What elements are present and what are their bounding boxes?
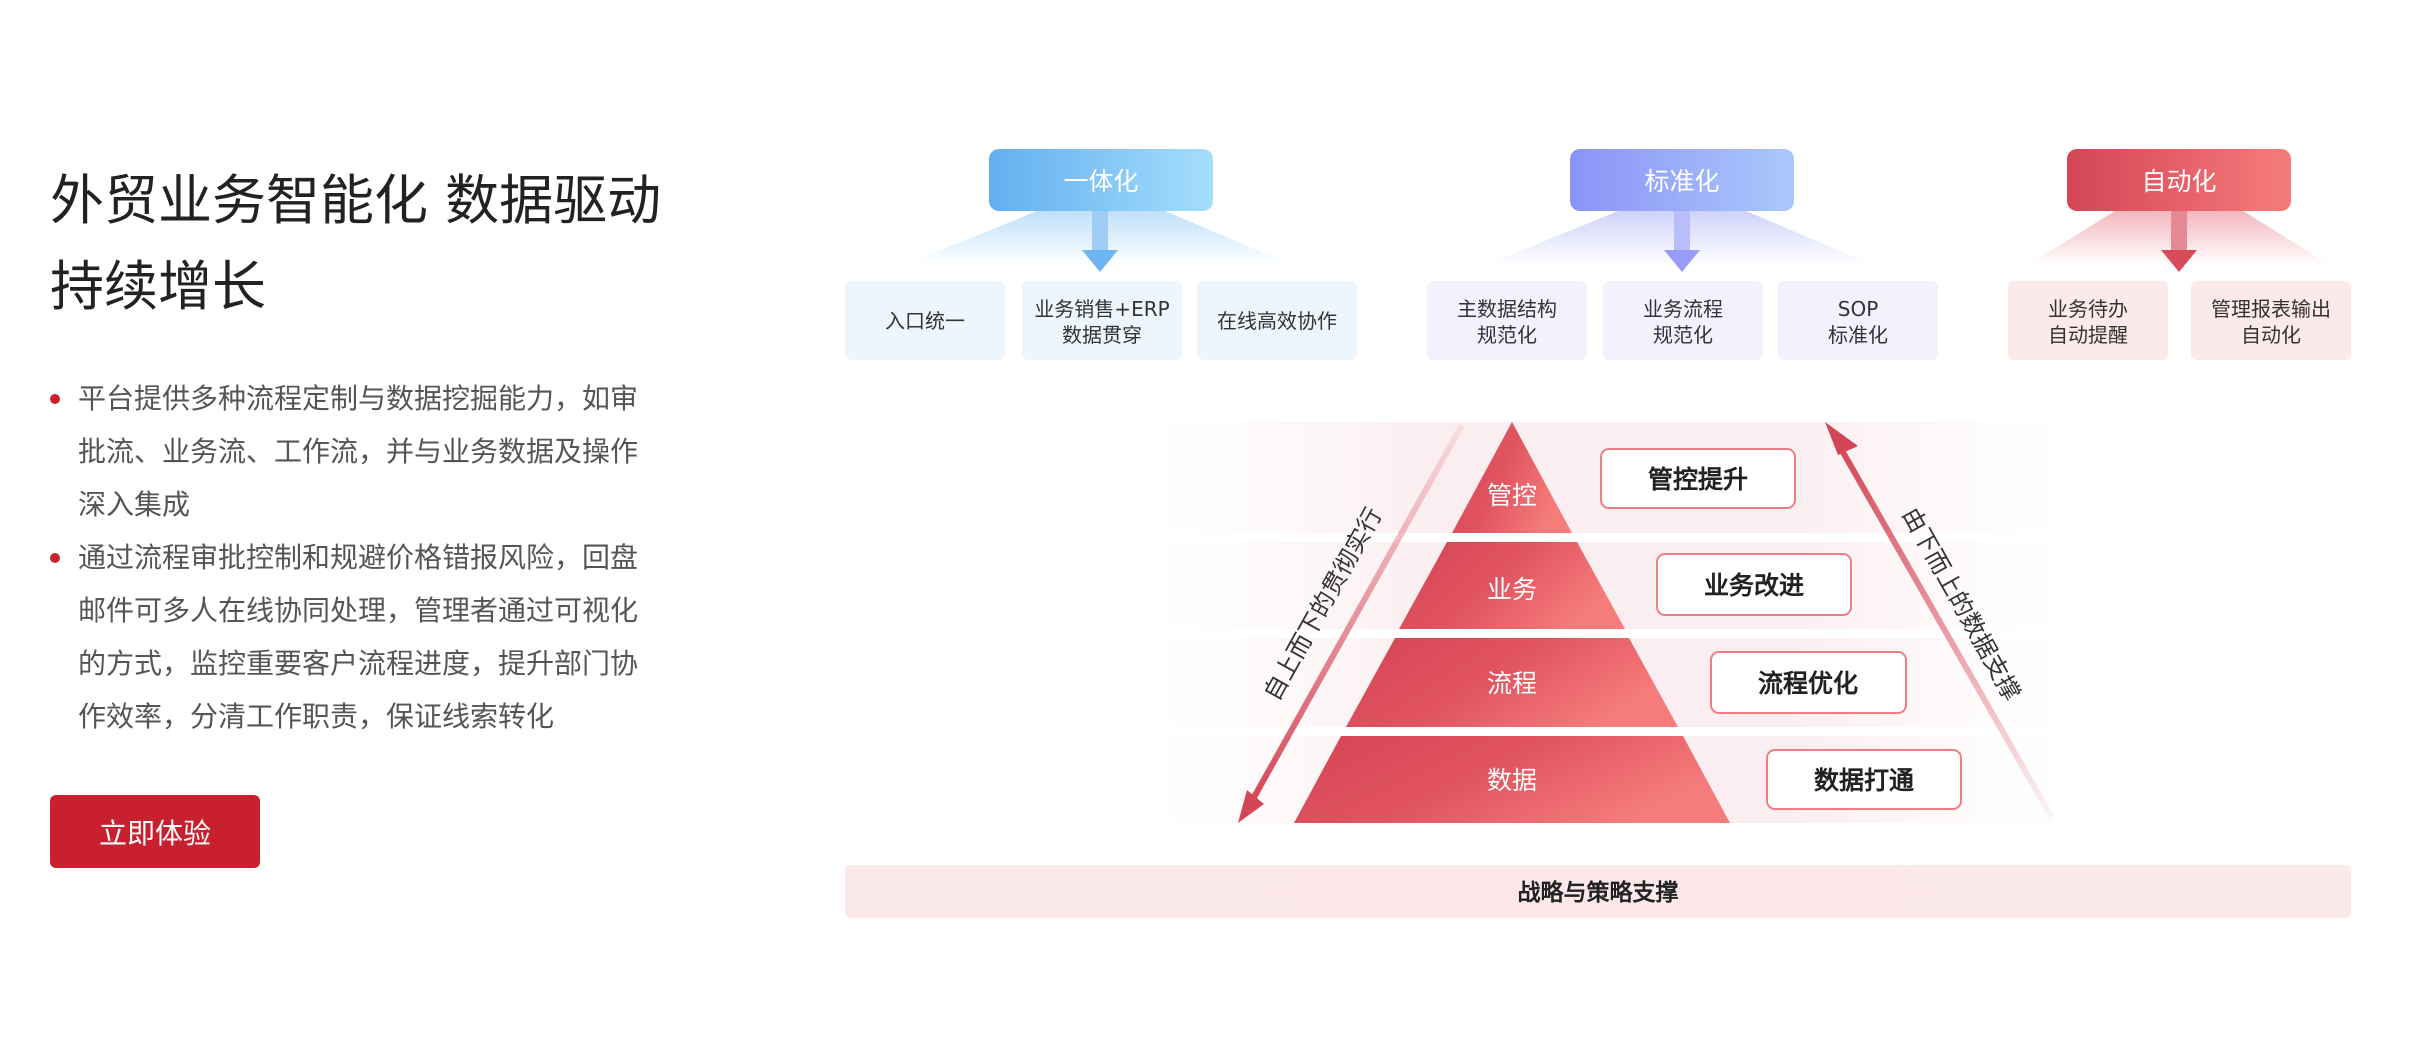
feature-item: 通过流程审批控制和规避价格错报风险，回盘邮件可多人在线协同处理，管理者通过可视化… <box>50 531 660 743</box>
layer-label: 业务 <box>1487 575 1537 604</box>
arrow-down-icon <box>2161 211 2197 272</box>
item-box <box>845 281 1005 360</box>
feature-item: 平台提供多种流程定制与数据挖掘能力，如审批流、业务流、工作流，并与业务数据及操作… <box>50 372 660 531</box>
title-line-2: 持续增长 <box>50 255 266 318</box>
outcome-text: 业务改进 <box>1704 571 1804 600</box>
outcome-box <box>1710 651 1907 714</box>
item-text: 业务销售+ERP <box>1034 297 1169 321</box>
group-title: 一体化 <box>1063 167 1138 196</box>
item-box <box>1778 281 1938 360</box>
feature-text: 平台提供多种流程定制与数据挖掘能力，如审批流、业务流、工作流，并与业务数据及操作… <box>78 382 639 521</box>
bottom-up-arrow-icon <box>1825 422 2055 820</box>
pyramid-layer-control <box>1452 422 1572 533</box>
item-box <box>2008 281 2168 360</box>
item-box <box>1603 281 1763 360</box>
layer-label: 流程 <box>1487 669 1537 698</box>
group-title-pill <box>1570 149 1794 211</box>
outcomes: 管控提升 业务改进 流程优化 数据打通 <box>1600 448 1962 810</box>
strategy-support-bar <box>845 865 2351 918</box>
feature-text: 通过流程审批控制和规避价格错报风险，回盘邮件可多人在线协同处理，管理者通过可视化… <box>78 541 639 733</box>
outcome-box <box>1600 448 1796 509</box>
item-box <box>1427 281 1587 360</box>
item-text: 规范化 <box>1653 323 1713 347</box>
item-box <box>1197 281 1357 360</box>
item-text: 业务待办 <box>2048 297 2128 321</box>
title-line-1: 外贸业务智能化 数据驱动 <box>50 169 662 232</box>
pyramid-layer-business <box>1399 542 1625 629</box>
group-title-pill <box>989 149 1213 211</box>
item-box <box>1022 281 1182 360</box>
item-text: 自动化 <box>2241 323 2301 347</box>
item-text: 业务流程 <box>1643 297 1723 321</box>
item-text: 主数据结构 <box>1457 297 1557 321</box>
pyramid-layer-data <box>1294 736 1730 823</box>
item-text: 自动提醒 <box>2048 323 2128 347</box>
item-text: 在线高效协作 <box>1217 309 1337 333</box>
item-text: 标准化 <box>1828 323 1888 347</box>
group-integration: 一体化 入口统一 业务销售+ERP 数据贯穿 在线高效协作 <box>845 149 1357 360</box>
outcome-box <box>1766 749 1962 810</box>
bullet-dot-icon <box>50 394 60 404</box>
arrow-down-icon <box>1664 211 1700 272</box>
layer-label: 数据 <box>1487 766 1537 795</box>
group-title-pill <box>2067 149 2291 211</box>
group-automation: 自动化 业务待办 自动提醒 管理报表输出 自动化 <box>2008 149 2351 360</box>
item-text: 入口统一 <box>885 309 965 333</box>
item-box <box>2191 281 2351 360</box>
item-text: 规范化 <box>1477 323 1537 347</box>
item-text: 管理报表输出 <box>2211 297 2331 321</box>
group-title: 自动化 <box>2141 167 2216 196</box>
pyramid: 管控 业务 流程 数据 <box>1294 422 1730 823</box>
feature-list: 平台提供多种流程定制与数据挖掘能力，如审批流、业务流、工作流，并与业务数据及操作… <box>50 372 660 743</box>
layer-label: 管控 <box>1487 481 1537 510</box>
outcome-text: 流程优化 <box>1758 669 1858 698</box>
outcome-box <box>1656 553 1852 616</box>
hero-title: 外贸业务智能化 数据驱动持续增长 <box>50 158 661 330</box>
top-down-arrow-icon <box>1238 423 1465 823</box>
try-now-button[interactable]: 立即体验 <box>50 795 260 868</box>
outcome-text: 数据打通 <box>1814 766 1914 795</box>
item-text: 数据贯穿 <box>1062 323 1142 347</box>
group-title: 标准化 <box>1644 167 1719 196</box>
strategy-support-label: 战略与策略支撑 <box>1518 879 1679 906</box>
pyramid-layer-process <box>1346 638 1678 727</box>
arrow-down-icon <box>1082 211 1118 272</box>
group-standardization: 标准化 主数据结构 规范化 业务流程 规范化 SOP 标准化 <box>1427 149 1938 360</box>
item-text: SOP <box>1838 297 1879 321</box>
bullet-dot-icon <box>50 553 60 563</box>
outcome-text: 管控提升 <box>1648 465 1748 494</box>
